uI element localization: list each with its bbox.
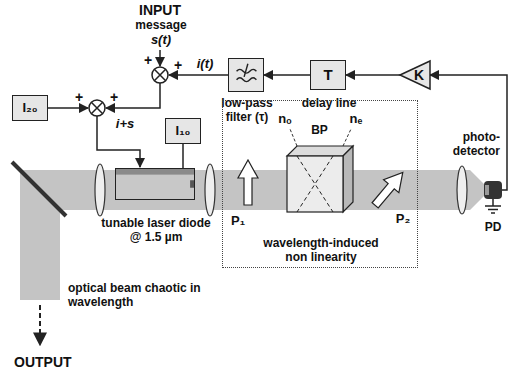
emitter-facet [190, 180, 194, 188]
signal-wire [264, 74, 310, 76]
input-wire [159, 50, 161, 66]
pd-outline [484, 181, 502, 199]
crystal-cube [287, 146, 353, 212]
axis-pointer [290, 129, 297, 146]
photodiode-body [484, 181, 502, 199]
mirror [12, 162, 66, 216]
lens [457, 166, 467, 214]
analyzer-arrow [367, 166, 410, 212]
summing-junction [89, 100, 105, 116]
signal-wire [182, 144, 184, 168]
part-name: PD [481, 221, 505, 235]
amplifier-outline [400, 61, 430, 89]
polarization-name: P₁ [228, 214, 248, 229]
photodetector: photo-detectorPD [484, 181, 502, 199]
signal-name: message [121, 19, 201, 33]
beam-caption: optical beam chaotic in wavelength [68, 282, 218, 310]
block-symbol: T [323, 66, 332, 83]
device-caption: tunable laser diode @ 1.5 µm [96, 217, 216, 245]
nonlinearity-region: wavelength-induced non linearity BP [222, 100, 418, 268]
laser-outline [116, 169, 194, 199]
signal-wire [346, 74, 400, 76]
ground-symbol [485, 199, 501, 213]
bias-wire [48, 107, 88, 109]
amplifier-triangle: K [400, 61, 430, 89]
region-caption: wavelength-induced non linearity [256, 237, 386, 265]
filter-wire [169, 74, 228, 76]
part-name: BP [287, 124, 353, 138]
current-name: I₁₀ [176, 124, 191, 139]
port-name: INPUT [122, 2, 198, 18]
lowpass-outline [229, 59, 263, 91]
block-caption: low-pass filter (τ) [207, 97, 287, 125]
sign-mark: + [108, 89, 120, 105]
laser-diode: tunable laser diode @ 1.5 µm [115, 168, 195, 200]
sign-mark: + [172, 57, 184, 73]
sign-mark: + [73, 89, 85, 105]
filter-box: low-pass filter (τ) [228, 58, 264, 92]
summing-junction [152, 67, 168, 83]
sign-mark: + [142, 52, 154, 68]
lowpass-symbol [237, 64, 257, 82]
electrode-stripe [116, 169, 194, 175]
sum-wire [106, 83, 160, 108]
axis-name: nₑ [347, 112, 365, 127]
polarization-name: P₂ [393, 212, 413, 227]
signal-name: i(t) [188, 57, 222, 72]
gain-symbol: K [414, 67, 424, 83]
axis-name: nₒ [276, 112, 294, 127]
cube-outline [287, 146, 353, 212]
output-arrow [39, 305, 41, 345]
current-source-box: I₁₀ [165, 118, 201, 144]
signal-wire [430, 75, 507, 190]
signal-name: i+s [107, 117, 143, 132]
port-name: OUTPUT [14, 354, 90, 370]
axis-pointer [343, 129, 351, 146]
photodiode-window [485, 185, 489, 195]
lens [205, 164, 215, 216]
delay-box: Tdelay line [310, 60, 346, 90]
current-source-box: I₂₀ [12, 95, 48, 121]
lens [95, 164, 105, 216]
current-name: I₂₀ [22, 101, 37, 116]
device-caption: photo-detector [440, 131, 500, 159]
polarizer-arrow [238, 160, 258, 205]
signal-name: s(t) [136, 33, 186, 48]
birefringent-plate: BP [287, 146, 353, 212]
